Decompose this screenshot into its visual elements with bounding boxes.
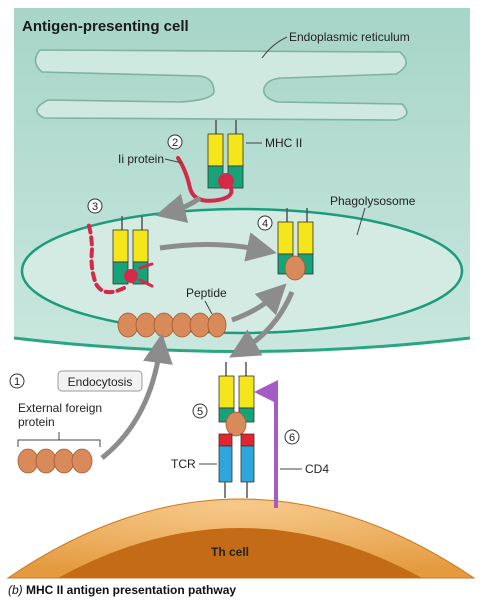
phagolysosome-label: Phagolysosome bbox=[330, 194, 416, 208]
external-protein-label-line2: protein bbox=[18, 415, 55, 429]
tcr-label: TCR bbox=[171, 457, 196, 471]
tcr bbox=[218, 433, 255, 498]
arrow-peptide-to-mhc bbox=[231, 283, 287, 323]
th-cell-label: Th cell bbox=[211, 545, 249, 559]
step-5-number: 5 bbox=[197, 406, 203, 418]
mhc2-er-complex bbox=[176, 120, 244, 203]
arrow-endocytosis bbox=[100, 333, 173, 460]
mhc2-label: MHC II bbox=[265, 136, 302, 150]
caption-prefix: (b) bbox=[8, 583, 23, 597]
arrow-to-peptide-loading bbox=[159, 232, 277, 262]
external-protein-label-line1: External foreign bbox=[18, 401, 102, 415]
cd4 bbox=[254, 380, 279, 508]
step-6-number: 6 bbox=[289, 432, 295, 444]
endocytosis-label: Endocytosis bbox=[68, 375, 133, 389]
mhc2-peptide-loaded bbox=[277, 208, 314, 281]
er-label: Endoplasmic reticulum bbox=[289, 30, 410, 44]
ii-protein-label: Ii protein bbox=[118, 152, 164, 166]
mhc2-surface bbox=[218, 362, 255, 437]
endoplasmic-reticulum bbox=[34, 49, 408, 121]
protein-fragments bbox=[117, 312, 211, 338]
cd4-label: CD4 bbox=[305, 462, 329, 476]
step-4-number: 4 bbox=[262, 218, 268, 230]
arrow-er-to-vesicle bbox=[155, 193, 202, 223]
endocytosis-box bbox=[57, 370, 143, 392]
caption-text: MHC II antigen presentation pathway bbox=[26, 583, 237, 597]
step-2-number: 2 bbox=[172, 137, 178, 149]
th-cell-nucleus bbox=[58, 528, 422, 578]
free-peptide bbox=[207, 312, 227, 338]
figure-caption: (b) MHC II antigen presentation pathway bbox=[8, 583, 236, 597]
apc-title: Antigen-presenting cell bbox=[22, 18, 189, 35]
step-1-number: 1 bbox=[14, 376, 20, 388]
external-foreign-protein bbox=[17, 448, 93, 474]
peptide-label: Peptide bbox=[186, 286, 227, 300]
arrow-to-cell-surface bbox=[229, 291, 295, 358]
step-3-number: 3 bbox=[92, 201, 98, 213]
mhc2-ii-cleavage bbox=[86, 216, 154, 295]
